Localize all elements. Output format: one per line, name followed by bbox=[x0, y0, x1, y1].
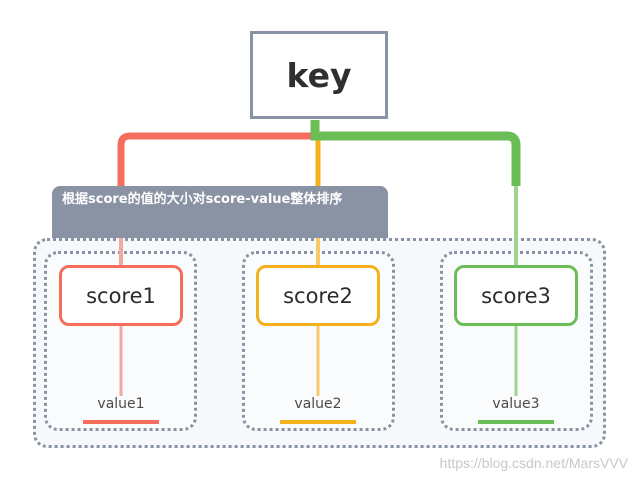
watermark: https://blog.csdn.net/MarsVVV bbox=[439, 455, 628, 471]
branch-score3 bbox=[310, 120, 521, 186]
score2-label: score2 bbox=[283, 283, 353, 308]
value3-label: value3 bbox=[492, 396, 540, 412]
value1-label: value1 bbox=[97, 396, 145, 412]
score3-label: score3 bbox=[481, 283, 551, 308]
branch-score1 bbox=[117, 132, 318, 186]
value3-underline bbox=[478, 420, 554, 424]
score1-node: score1 bbox=[59, 265, 183, 326]
score2-node: score2 bbox=[256, 265, 380, 326]
value2-label: value2 bbox=[294, 396, 342, 412]
score3-node: score3 bbox=[454, 265, 578, 326]
value2-underline bbox=[280, 420, 356, 424]
key-node: key bbox=[250, 31, 388, 119]
key-label: key bbox=[286, 55, 352, 95]
sort-note-banner: 根据score的值的大小对score-value整体排序 bbox=[52, 186, 388, 238]
score1-label: score1 bbox=[86, 283, 156, 308]
value1-underline bbox=[83, 420, 159, 424]
